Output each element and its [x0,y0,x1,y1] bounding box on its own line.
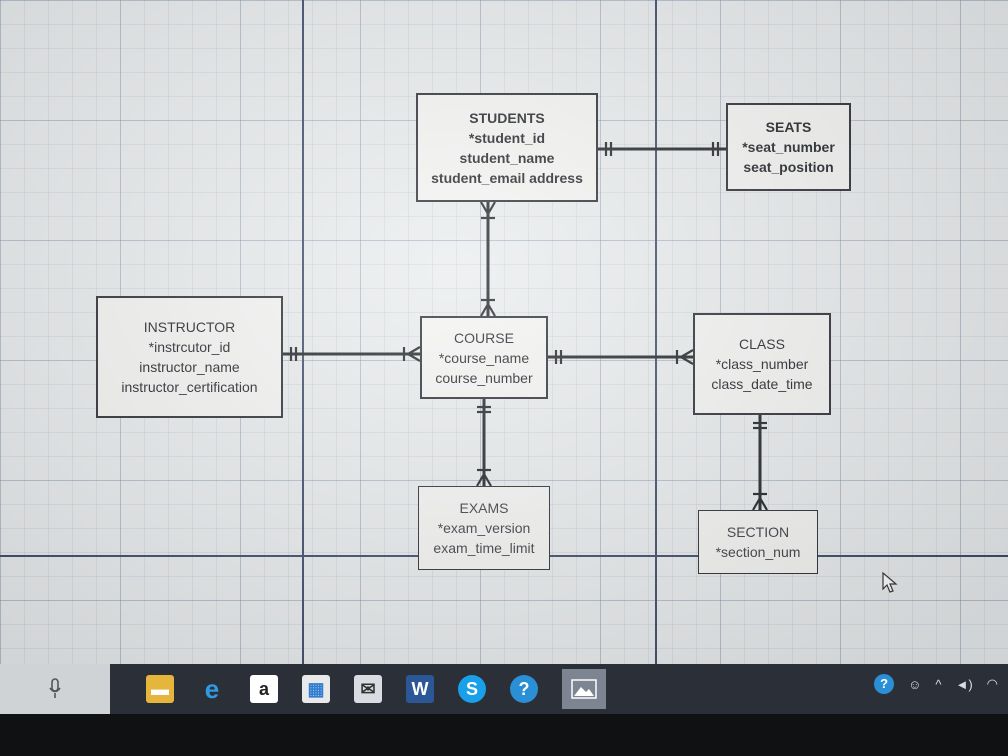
photos-icon[interactable] [562,669,606,709]
taskbar: ▬ e a ▦ ✉ W S ? ? ☺ ^ ◄) ◠ [110,664,1008,714]
entity-title: EXAMS [459,500,509,516]
entity-title: SECTION [726,524,790,540]
edge-icon[interactable]: e [204,673,220,704]
page-break-line [655,0,657,672]
mail-icon[interactable]: ✉ [354,675,382,703]
help-icon[interactable]: ? [510,675,538,703]
amazon-icon[interactable]: a [250,675,278,703]
entity-attribute: instructor_name [139,359,240,375]
entity-attribute: instructor_certification [121,379,258,395]
taskbar-left [0,664,110,714]
entity-exams[interactable]: EXAMS *exam_version exam_time_limit [418,486,550,570]
entity-attribute: *seat_number [742,139,835,155]
entity-title: INSTRUCTOR [143,319,236,335]
entity-attribute: *instrcutor_id [148,339,231,355]
skype-icon[interactable]: S [458,675,486,703]
microphone-icon[interactable] [48,678,62,700]
entity-attribute: *course_name [438,349,530,366]
entity-attribute: student_name [459,149,555,166]
file-explorer-icon[interactable]: ▬ [146,675,174,703]
entity-class[interactable]: CLASS *class_number class_date_time [693,313,831,415]
entity-title: STUDENTS [469,109,545,126]
entity-attribute: *section_num [715,544,801,560]
relationship-course-class[interactable] [548,349,694,365]
entity-attribute: *class_number [715,356,809,372]
relationship-students-seats[interactable] [598,142,726,156]
entity-attribute: *exam_version [437,520,531,536]
entity-attribute: course_number [435,369,533,386]
page-break-line [302,0,304,672]
volume-icon[interactable]: ◄) [955,676,973,692]
entity-attribute: seat_position [743,159,834,175]
system-tray: ? ☺ ^ ◄) ◠ [874,674,998,694]
relationship-instructor-course[interactable] [283,346,421,362]
entity-students[interactable]: STUDENTS *student_id student_name studen… [416,93,598,202]
word-icon[interactable]: W [406,675,434,703]
monitor-bezel [0,714,1008,756]
relationship-class-section[interactable] [752,415,768,511]
help-icon[interactable]: ? [874,674,895,694]
wifi-icon[interactable]: ◠ [986,676,998,691]
store-icon[interactable]: ▦ [302,675,330,703]
entity-title: COURSE [454,329,514,346]
relationship-connectors [283,142,768,511]
entity-seats[interactable]: SEATS *seat_number seat_position [726,103,851,191]
relationship-students-course[interactable] [480,201,496,317]
entity-section[interactable]: SECTION *section_num [698,510,818,574]
entity-course[interactable]: COURSE *course_name course_number [420,316,548,399]
entity-attribute: *student_id [468,129,546,146]
entity-title: SEATS [765,119,812,135]
entity-attribute: class_date_time [711,376,813,392]
entity-instructor[interactable]: INSTRUCTOR *instrcutor_id instructor_nam… [96,296,283,418]
people-icon[interactable]: ☺ [908,676,922,692]
relationship-course-exams[interactable] [476,399,492,487]
mouse-cursor-icon [882,572,898,593]
chevron-up-icon[interactable]: ^ [935,676,942,692]
entity-attribute: student_email address [431,169,583,186]
entity-attribute: exam_time_limit [433,540,535,556]
diagram-canvas[interactable]: STUDENTS *student_id student_name studen… [0,0,1008,672]
entity-title: CLASS [739,336,785,352]
